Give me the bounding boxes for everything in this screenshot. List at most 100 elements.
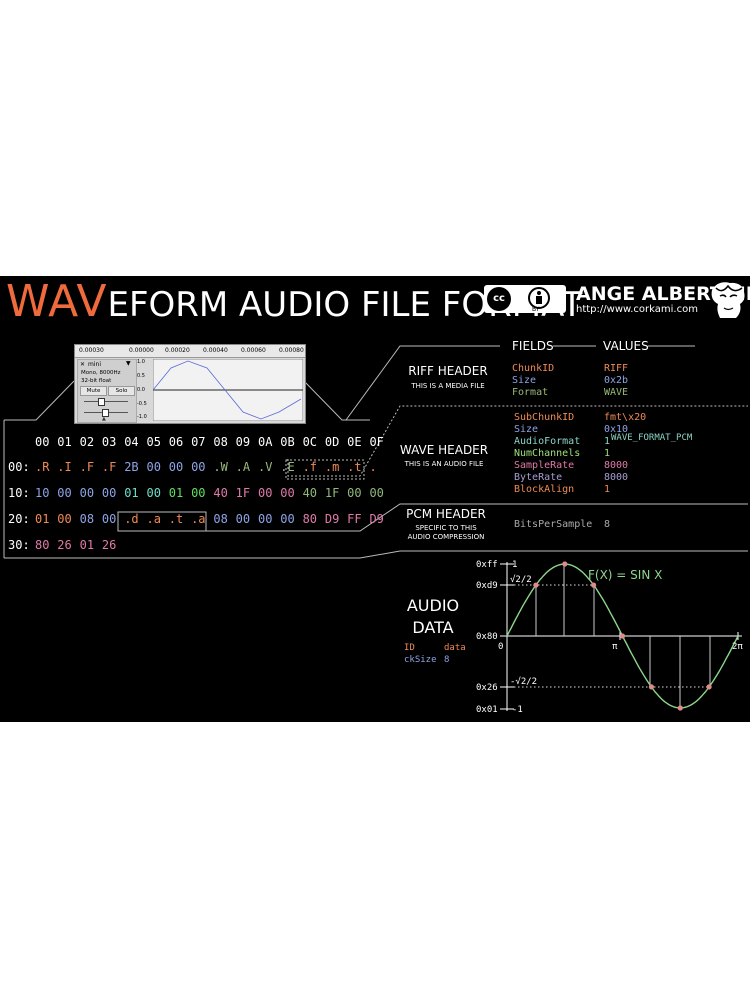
wave-value-blockalign: 1 — [604, 484, 611, 495]
wave-field-byterate: ByteRate — [514, 472, 563, 483]
hex-byte: 01 — [35, 512, 50, 526]
sample-point — [591, 582, 597, 588]
waveform-view[interactable] — [153, 359, 303, 421]
pcm-header-subtitle-1: SPECIFIC TO THIS — [415, 524, 477, 532]
wave-field-audioformat: AudioFormat — [514, 436, 581, 447]
collapse-icon[interactable]: ▲ — [102, 416, 106, 422]
wave-field-numchannels: NumChannels — [514, 448, 581, 459]
hex-byte: 01 — [168, 486, 184, 500]
hex-byte: 2B — [124, 460, 139, 474]
hex-byte: 00 — [146, 486, 161, 500]
sample-point — [619, 633, 626, 639]
hex-offset: 00: — [8, 460, 30, 474]
hex-byte: .V — [257, 460, 273, 474]
hex-byte: 00 — [369, 486, 384, 500]
hex-byte: 10 — [35, 486, 50, 500]
y-value-1: 1 — [512, 560, 517, 570]
hex-byte: 00 — [191, 460, 206, 474]
hex-column: 0B — [280, 435, 295, 449]
hex-byte: 00 — [280, 486, 295, 500]
riff-field-size: Size — [512, 375, 537, 386]
y-value-neg1: -1 — [512, 705, 523, 715]
ruler-label: 0.00060 — [241, 347, 266, 354]
hex-byte: 26 — [101, 538, 117, 552]
solo-button[interactable]: Solo — [108, 386, 135, 396]
audio-field-id: ID — [404, 643, 415, 653]
poster: WAVEFORM AUDIO FILE FORMAT cc BY ANGE AL… — [0, 276, 750, 722]
hex-byte: .R — [35, 460, 50, 474]
hex-byte: .a — [191, 512, 206, 526]
audio-editor-window: 0.00030 0.00000 0.00020 0.00040 0.00060 … — [74, 344, 306, 424]
hex-byte: 40 — [302, 486, 318, 500]
by-icon — [528, 287, 550, 309]
hex-column: 0C — [302, 435, 318, 449]
wave-header-subtitle: THIS IS AN AUDIO FILE — [404, 460, 484, 468]
scale-label: 0.5 — [137, 373, 145, 379]
sample-point — [677, 705, 683, 711]
pcm-field-bitspersample: BitsPerSample — [514, 519, 593, 530]
wave-format-note: WAVE_FORMAT_PCM — [611, 433, 693, 443]
title-prefix: WAV — [6, 276, 108, 327]
audio-value-cksize: 8 — [444, 655, 450, 665]
wave-field-size: Size — [514, 424, 539, 435]
hex-byte: 00 — [57, 486, 72, 500]
y-value-neg-sqrt2: -√2/2 — [510, 676, 537, 687]
wave-value-subchunkid: fmt\x20 — [604, 412, 647, 423]
fields-column-header: FIELDS — [512, 339, 554, 353]
hex-column: 08 — [213, 435, 228, 449]
hex-column: 0E — [347, 435, 362, 449]
hex-byte: .E — [280, 460, 295, 474]
track-menu-icon[interactable]: ▼ — [126, 360, 131, 367]
author-name: ANGE ALBERTINI — [576, 283, 750, 305]
hex-byte: 00 — [235, 512, 251, 526]
mute-button[interactable]: Mute — [80, 386, 107, 396]
y-label-80: 0x80 — [476, 632, 498, 642]
ruler-label: 0.00040 — [203, 347, 228, 354]
timeline-ruler: 0.00030 0.00000 0.00020 0.00040 0.00060 … — [75, 345, 305, 358]
hex-byte: .t — [347, 460, 362, 474]
sample-point — [562, 561, 568, 567]
x-label-2pi: 2π — [732, 642, 743, 652]
gain-slider-thumb[interactable] — [98, 398, 105, 406]
scale-label: 0.0 — [137, 387, 145, 393]
hex-offset: 10: — [8, 486, 30, 500]
ruler-label: 0.00080 — [279, 347, 304, 354]
hex-byte: .I — [57, 460, 72, 474]
author-url: http://www.corkami.com — [576, 304, 698, 315]
hex-byte: 00 — [257, 486, 273, 500]
scale-label: -1.0 — [137, 414, 147, 420]
pan-slider-thumb[interactable] — [102, 409, 109, 417]
ruler-label: 0.00020 — [165, 347, 190, 354]
sine-formula: F(X) = SIN X — [588, 568, 662, 582]
track-close-icon[interactable]: ✕ — [80, 361, 86, 368]
hex-byte: .m — [324, 460, 340, 474]
hex-byte: .F — [79, 460, 95, 474]
gain-slider[interactable] — [84, 401, 128, 402]
hex-byte: .F — [101, 460, 117, 474]
wave-field-subchunkid: SubChunkID — [514, 412, 575, 423]
sample-point — [706, 684, 712, 690]
author-portrait-icon — [711, 282, 745, 318]
hex-byte: 00 — [79, 486, 95, 500]
cc-icon: cc — [487, 287, 511, 311]
hex-column: 0A — [257, 435, 273, 449]
hex-byte: 00 — [191, 486, 206, 500]
y-value-sqrt2: √2/2 — [510, 574, 532, 585]
hex-offset: 20: — [8, 512, 30, 526]
hex-offset: 30: — [8, 538, 30, 552]
amplitude-scale: 1.0 0.5 0.0 -0.5 -1.0 — [137, 359, 153, 421]
hex-byte: 00 — [146, 460, 161, 474]
hex-byte: 80 — [35, 538, 50, 552]
y-label-26: 0x26 — [476, 683, 498, 693]
hex-column: 04 — [124, 435, 139, 449]
riff-value-chunkid: RIFF — [604, 363, 629, 374]
track-info-format: 32-bit float — [81, 378, 112, 384]
hex-byte: 01 — [124, 486, 139, 500]
hex-byte: .d — [124, 512, 139, 526]
hex-byte: 00 — [101, 486, 117, 500]
track-name[interactable]: mini — [88, 361, 101, 368]
hex-column: 09 — [235, 435, 251, 449]
hex-byte: 01 — [79, 538, 95, 552]
